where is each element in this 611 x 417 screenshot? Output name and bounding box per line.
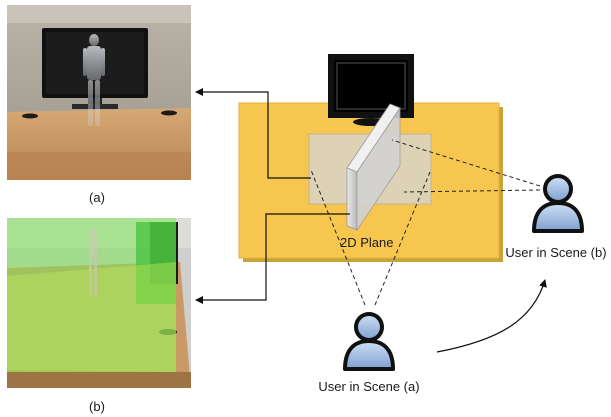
user-a-label: User in Scene (a) [318,379,419,394]
photo-a [7,5,191,180]
photo-b [7,218,191,388]
monitor-icon-schematic [328,54,414,126]
plane-label: 2D Plane [340,235,393,250]
virtual-person-figure-b [89,227,97,296]
user-b-label: User in Scene (b) [505,245,606,260]
view-lines [310,139,541,306]
user-silhouette-icon-b [532,174,584,233]
virtual-person-figure [83,34,105,126]
caption-b: (b) [89,399,105,414]
user-silhouette-icon [343,312,395,371]
caption-a: (a) [89,190,105,205]
movement-arrow [436,279,547,353]
2d-plane-shape [346,103,401,232]
table-top [238,102,503,262]
connector-arrows [195,88,350,304]
